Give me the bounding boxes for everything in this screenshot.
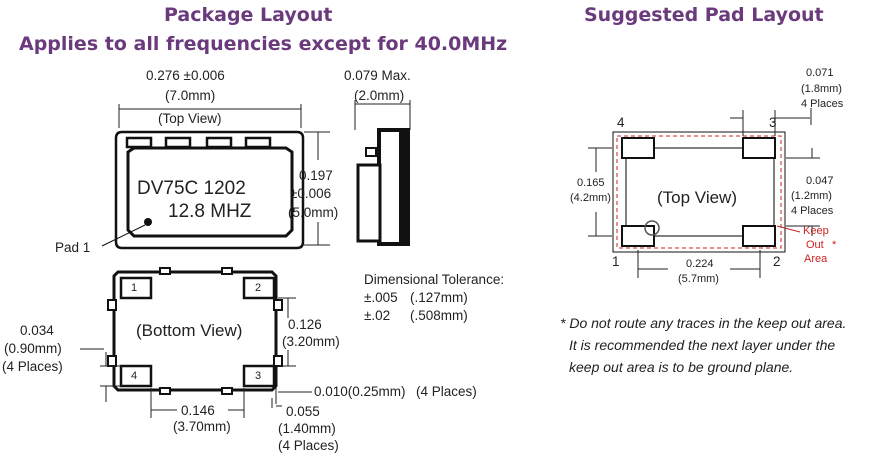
land-height-in: 0.047	[806, 175, 834, 187]
land-span-v-in: 0.165	[577, 177, 605, 189]
top-pad-mark	[125, 136, 153, 149]
pad1-label: Pad 1	[55, 240, 91, 255]
width-dim-in: 0.276 ±0.006	[146, 68, 225, 83]
length-dim-tol: ±0.006	[290, 186, 332, 201]
tolerance-2-in: ±.02	[364, 308, 391, 323]
pad-pitch-h-mm: (3.70mm)	[173, 419, 231, 434]
keep-out-label-1: Keep	[803, 225, 829, 237]
bottom-pad-1	[119, 276, 153, 300]
width-dim-mm: (7.0mm)	[165, 88, 216, 103]
pad-layout-drawing	[612, 131, 801, 253]
land-width-in: 0.071	[806, 67, 834, 79]
land-width-places: 4 Places	[801, 98, 844, 110]
bottom-pad-3-label: 3	[255, 370, 262, 382]
note-line-2: It is recommended the next layer under t…	[569, 337, 836, 353]
package-layout-title: Package Layout	[164, 4, 333, 26]
package-layout-subtitle: Applies to all frequencies except for 40…	[19, 33, 508, 55]
land-span-h-mm: (5.7mm)	[678, 273, 719, 285]
pad-layout-title: Suggested Pad Layout	[584, 4, 824, 26]
bottom-pad-1-label: 1	[131, 282, 138, 294]
keep-out-star: *	[832, 239, 837, 251]
pad-offset-dim: 0.010(0.25mm)	[314, 384, 406, 399]
land-pad-1	[621, 225, 655, 247]
pin-1-label: 1	[612, 254, 620, 269]
tolerance-1-mm: (.127mm)	[410, 290, 468, 305]
tolerance-title: Dimensional Tolerance:	[364, 272, 505, 287]
height-max-in: 0.079 Max.	[344, 68, 411, 83]
land-span-h-in: 0.224	[686, 258, 714, 270]
pad-offset-places: (4 Places)	[416, 384, 477, 399]
top-view-package	[101, 130, 305, 250]
pad-width-mm: (1.40mm)	[278, 421, 336, 436]
height-max-mm: (2.0mm)	[354, 88, 405, 103]
land-height-places: 4 Places	[791, 205, 834, 217]
pin1-dot	[144, 218, 152, 226]
land-pad-4	[621, 137, 655, 159]
pad-pitch-h-in: 0.146	[181, 403, 215, 418]
pad-height-places: (4 Places)	[2, 359, 63, 374]
bottom-pad-3	[242, 364, 276, 388]
bottom-pad-4-label: 4	[131, 370, 138, 382]
top-pad-mark	[244, 136, 272, 149]
pad-pitch-v-in: 0.126	[288, 317, 322, 332]
keep-out-label-2: Out	[806, 239, 824, 251]
pad-width-in: 0.055	[286, 404, 320, 419]
keep-out-area	[616, 135, 782, 249]
pin-3-label: 3	[769, 115, 777, 130]
bottom-pad-4	[119, 364, 153, 388]
pin1-marker	[644, 220, 660, 236]
marking-line-2: 12.8 MHZ	[168, 201, 252, 222]
length-dim-mm: (5.0mm)	[288, 205, 339, 220]
note-line-3: keep out area is to be ground plane.	[569, 359, 794, 375]
note-line-1: * Do not route any traces in the keep ou…	[560, 315, 847, 331]
bottom-view-package	[107, 267, 283, 395]
land-span-v-mm: (4.2mm)	[570, 192, 611, 204]
land-width-mm: (1.8mm)	[801, 83, 842, 95]
footprint-outline	[612, 131, 786, 253]
length-dim-in: 0.197	[299, 168, 333, 183]
bottom-pad-2-label: 2	[255, 282, 262, 294]
pad-height-mm: (0.90mm)	[4, 341, 62, 356]
land-pad-3	[742, 137, 776, 159]
top-pad-mark	[164, 136, 192, 149]
bottom-view-label: (Bottom View)	[136, 321, 243, 340]
top-view-label: (Top View)	[158, 111, 222, 126]
pin-4-label: 4	[617, 115, 625, 130]
keep-out-label-3: Area	[804, 253, 828, 265]
pad-pitch-v-mm: (3.20mm)	[282, 334, 340, 349]
side-view-package	[356, 128, 410, 246]
tolerance-1-in: ±.005	[364, 290, 398, 305]
land-pad-2	[742, 225, 776, 247]
land-height-mm: (1.2mm)	[791, 190, 832, 202]
pad-top-view-label: (Top View)	[657, 188, 737, 207]
pad-width-places: (4 Places)	[278, 438, 339, 453]
bottom-pad-2	[242, 276, 276, 300]
pin-2-label: 2	[773, 254, 781, 269]
marking-line-1: DV75C 1202	[137, 178, 246, 199]
tolerance-2-mm: (.508mm)	[410, 308, 468, 323]
top-pad-mark	[205, 136, 233, 149]
pad-height-in: 0.034	[20, 323, 54, 338]
